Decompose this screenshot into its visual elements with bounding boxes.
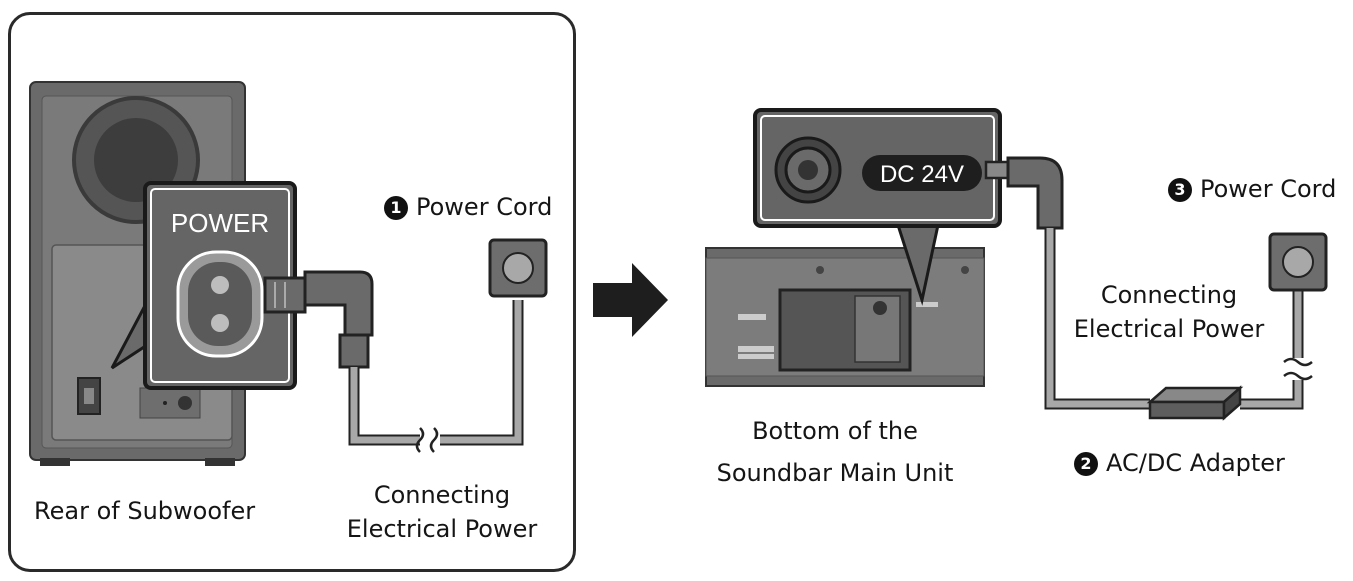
caption-line1: Bottom of the — [752, 417, 918, 445]
power-cord-text: Power Cord — [416, 193, 553, 221]
cable-left-a — [348, 367, 420, 446]
soundbar-bottom-caption: Bottom of the Soundbar Main Unit — [706, 414, 964, 490]
soundbar-bottom — [705, 247, 985, 387]
cable-left-b — [440, 300, 524, 446]
connecting-line2: Electrical Power — [1073, 315, 1265, 343]
connecting-power-label-right: Connecting Electrical Power — [1066, 278, 1272, 346]
power-port-label: POWER — [171, 208, 269, 238]
dc-plug — [984, 156, 1064, 230]
step-1-badge: 1 — [384, 196, 408, 220]
cable-break-left — [415, 427, 439, 453]
next-step-arrow — [593, 263, 668, 337]
rear-of-subwoofer-caption: Rear of Subwoofer — [34, 497, 256, 525]
ac-dc-adapter — [1146, 385, 1244, 421]
dc-port-label: DC 24V — [880, 161, 964, 188]
power-port-callout: POWER — [110, 181, 297, 390]
caption-line2: Soundbar Main Unit — [716, 459, 954, 487]
power-cord-label-step1: 1 Power Cord — [384, 190, 552, 224]
power-cord-text: Power Cord — [1200, 175, 1337, 203]
wall-socket-right — [1268, 232, 1328, 292]
cable-break-right — [1283, 357, 1313, 381]
connecting-line1: Connecting — [373, 481, 511, 509]
connecting-line1: Connecting — [1100, 281, 1238, 309]
dc-port-callout: DC 24V — [753, 108, 1002, 306]
connecting-power-label-left: Connecting Electrical Power — [340, 478, 544, 546]
step-3-badge: 3 — [1168, 178, 1192, 202]
adapter-text: AC/DC Adapter — [1106, 449, 1285, 477]
cable-right-b — [1240, 380, 1304, 410]
wall-socket-left — [488, 238, 548, 298]
step-2-badge: 2 — [1074, 452, 1098, 476]
power-cord-label-step3: 3 Power Cord — [1168, 172, 1336, 206]
subwoofer-rear — [29, 81, 246, 466]
adapter-label-step2: 2 AC/DC Adapter — [1074, 446, 1285, 480]
power-plug — [263, 270, 374, 369]
connecting-line2: Electrical Power — [346, 515, 538, 543]
